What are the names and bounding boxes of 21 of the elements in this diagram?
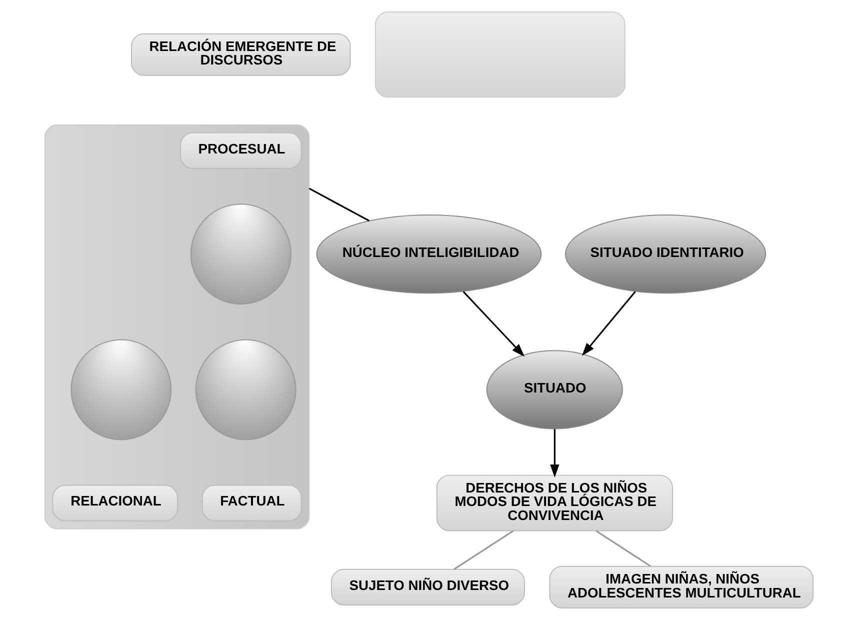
arrow xyxy=(581,291,636,356)
node-circle xyxy=(190,204,291,305)
connector xyxy=(453,530,514,570)
node-box: RELACIONAL xyxy=(52,484,178,522)
node-box: PROCESUAL xyxy=(180,132,302,169)
node-ellipse: SITUADO IDENTITARIO xyxy=(564,214,766,294)
node-ellipse: NÚCLEO INTELIGIBILIDAD xyxy=(316,214,542,294)
arrow xyxy=(550,429,559,478)
node-box xyxy=(374,12,625,98)
node-ellipse: SITUADO xyxy=(486,350,622,430)
cluster xyxy=(44,124,310,530)
connector xyxy=(595,530,651,567)
node-box: IMAGEN NIÑAS, NIÑOS ADOLESCENTES MULTICULTURAL xyxy=(548,566,814,608)
arrow xyxy=(462,291,524,357)
node-box: DERECHOS DE LOS NIÑOS MODOS DE VIDA LÓGICAS DE CONVIVENCIA xyxy=(436,474,672,532)
connector xyxy=(308,188,370,222)
node-box: FACTUAL xyxy=(201,484,302,522)
node-circle xyxy=(194,339,296,440)
node-box: RELACIÓN EMERGENTE DE DISCURSOS xyxy=(130,33,350,76)
node-box: SUJETO NIÑO DIVERSO xyxy=(330,568,524,606)
node-circle xyxy=(70,339,172,440)
